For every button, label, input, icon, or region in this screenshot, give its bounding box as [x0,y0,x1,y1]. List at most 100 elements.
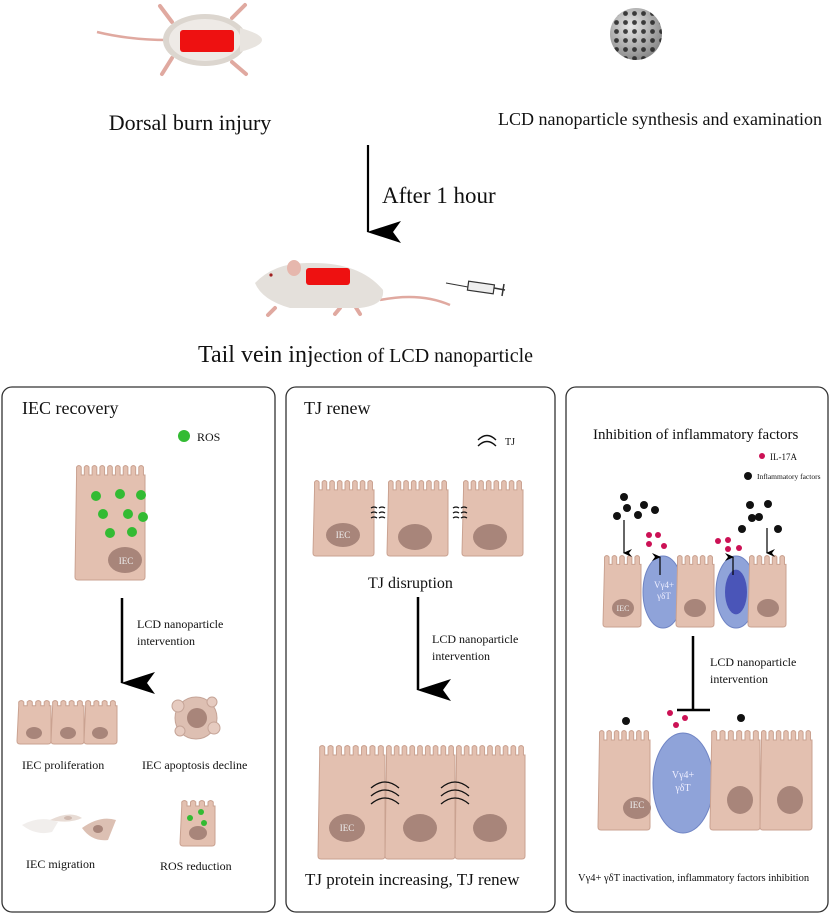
ros-particle [115,489,125,499]
epithelial-cell [16,700,52,745]
inflammatory-factor [774,525,782,533]
injection-label: Tail vein injection of LCD nanoparticle [198,342,533,368]
inflammatory-factor [623,504,631,512]
il17a-particle [667,710,673,716]
syringe-icon [445,280,506,297]
inflammatory-factor [640,501,648,509]
tj-legend-label: TJ [505,437,515,448]
outcome-label: IEC apoptosis decline [142,758,247,772]
tj-fragment [452,511,460,514]
cell-nucleus [757,599,779,617]
epithelial-cell [709,730,761,831]
il17a-legend-label: IL-17A [770,452,797,462]
outcome-label: IEC proliferation [22,758,104,772]
burn-area [306,268,350,285]
tj-fragment [370,516,378,519]
arrow-label: LCD nanoparticle [710,655,796,669]
ros-particle [105,528,115,538]
il17a-particle [646,532,652,538]
tight-junction [370,797,400,805]
inflammatory-factor [746,501,754,509]
panel-title: TJ renew [304,398,370,418]
tj-fragment [370,511,378,514]
cell-nucleus [92,727,108,739]
ros-legend-dot [178,430,190,442]
tj-fragment [452,516,460,519]
arrow-label: intervention [137,634,195,648]
ros-particle [201,820,207,826]
il17a-particle [725,537,731,543]
arrow-label: intervention [710,672,768,686]
tj-fragment [378,506,386,509]
il17a-particle [646,541,652,547]
tight-junction [440,789,470,797]
cell-label: IEC [119,556,134,566]
migrating-cells-illustration [22,814,116,841]
il17a-particle [725,546,731,552]
ros-particle [91,491,101,501]
inflammatory-factor [634,511,642,519]
inflammatory-factor [738,525,746,533]
burn-label: Dorsal burn injury [109,110,272,135]
inflammatory-factor [613,512,621,520]
burn-area [180,30,234,52]
il17a-particle [715,538,721,544]
arrow-label: LCD nanoparticle [432,632,518,646]
cell-nucleus [473,524,507,550]
tcell-label: γδT [656,591,671,601]
inflammatory-factor [764,500,772,508]
cell-nucleus [329,814,365,842]
tight-junction [370,781,400,789]
outcome-label: ROS reduction [160,859,232,873]
ros-particle [98,509,108,519]
inflammatory-factor [620,493,628,501]
tj-fragment [460,506,468,509]
cell-nucleus [189,826,207,840]
result-label: Vγ4+ γδT inactivation, inflammatory fact… [578,873,810,884]
iec-recovery-panel [1,386,276,913]
arrow-label: LCD nanoparticle [137,617,223,631]
tj-legend-icon [477,434,497,447]
epithelial-cell [454,745,526,860]
tight-junction [440,781,470,789]
lcd-nanoparticle-sphere [610,8,662,60]
epithelial-cell [384,745,456,860]
factor-legend-label: Inflammatory factors [757,472,821,481]
tcell-label: Vγ4+ [654,580,674,590]
il17a-particle [655,532,661,538]
apoptotic-cell-illustration [171,696,221,740]
result-label: TJ protein increasing, TJ renew [305,870,520,889]
injected-mouse-illustration [255,260,451,317]
time-label: After 1 hour [382,183,496,208]
panel-title: IEC recovery [22,398,118,418]
panel-title: Inhibition of inflammatory factors [593,427,799,443]
inflammatory-factor [755,513,763,521]
inhibition-bar [677,636,710,712]
outcome-label: IEC migration [26,857,95,871]
factor-legend-dot [744,472,752,480]
cell-label: IEC [630,800,645,810]
t-cell-nucleus [725,569,747,615]
ros-particle [198,809,204,815]
tj-fragment [370,506,378,509]
il17a-particle [736,545,742,551]
ros-legend-label: ROS [197,430,220,444]
cell-label: IEC [340,823,355,833]
cell-nucleus [612,599,634,617]
cell-nucleus [684,599,706,617]
cell-label: IEC [336,530,351,540]
cell-label: IEC [617,604,630,613]
il17a-particle [673,722,679,728]
inflammation-panel [565,386,829,913]
tcell-label: Vγ4+ [672,770,695,781]
tj-fragment [378,511,386,514]
il17a-particle [661,543,667,549]
cell-nucleus [473,814,507,842]
cell-nucleus [326,523,360,547]
tcell-label: γδT [674,783,690,794]
inflammatory-factor [622,717,630,725]
tj-fragment [452,506,460,509]
epithelial-cell [759,730,813,831]
cell-nucleus [403,814,437,842]
